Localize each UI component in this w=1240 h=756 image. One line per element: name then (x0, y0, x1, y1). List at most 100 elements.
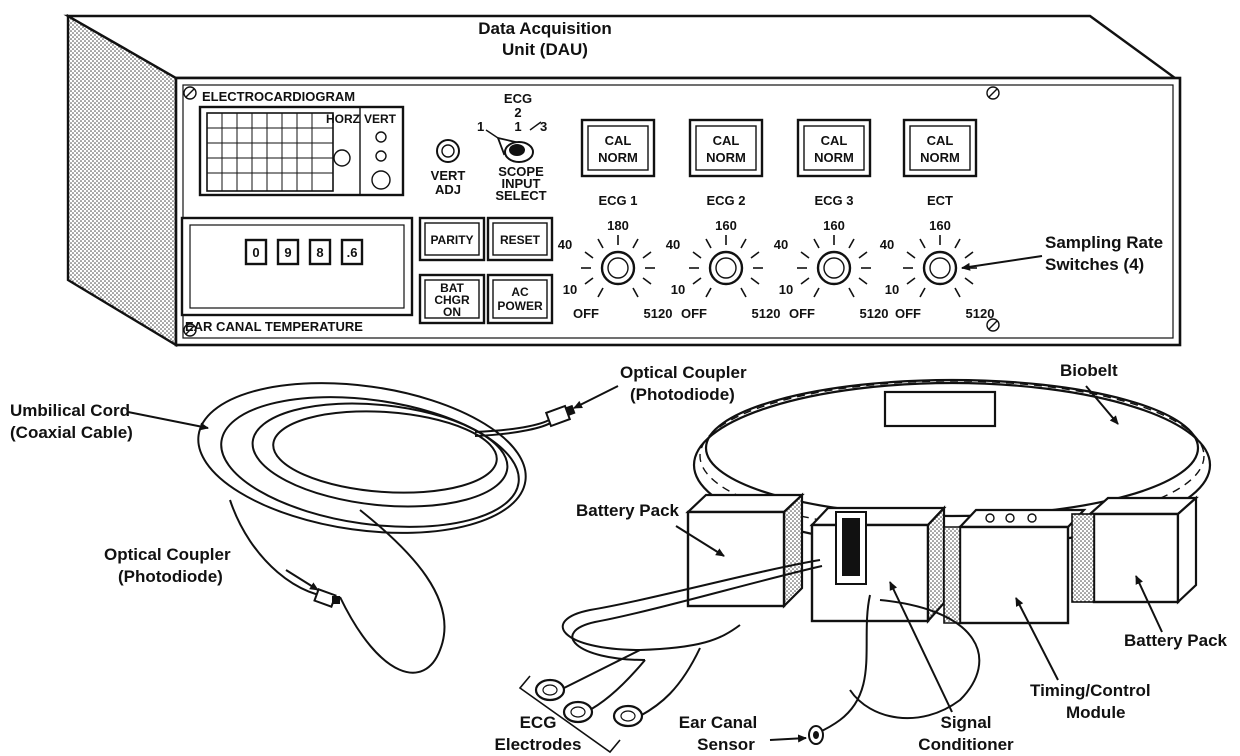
rate-mark-10: 10 (885, 282, 899, 297)
norm-label: NORM (706, 150, 746, 165)
rate-mark-40: 40 (880, 237, 894, 252)
vert-adj-label-line1: VERT (431, 168, 466, 183)
scope-label-line3: SELECT (495, 188, 546, 203)
rate-mark-40: 40 (666, 237, 680, 252)
rate-mark-off: OFF (789, 306, 815, 321)
channel-name: ECG 1 (598, 193, 637, 208)
ecg-selector-position-2: 2 (514, 105, 521, 120)
norm-label: NORM (920, 150, 960, 165)
sampling-rate-knob[interactable] (602, 252, 634, 284)
dau-title-line2: Unit (DAU) (502, 40, 588, 59)
umbilical-cord-label-line2: (Coaxial Cable) (10, 423, 133, 442)
optical-coupler-top (546, 405, 575, 426)
bat-chgr-on-button[interactable]: BAT CHGR ON (420, 275, 484, 323)
vert-label: VERT (364, 112, 397, 126)
vert-adj-label-line2: ADJ (435, 182, 461, 197)
cal-norm-button[interactable]: CAL NORM (690, 120, 762, 176)
optical-coupler-left-label-line2: (Photodiode) (118, 567, 223, 586)
ecg-selector-position-1-center: 1 (514, 119, 521, 134)
horz-label: HORZ (326, 112, 360, 126)
channel-name: ECG 3 (814, 193, 853, 208)
biobelt-label: Biobelt (1060, 361, 1118, 380)
temperature-display-frame (182, 218, 412, 315)
ear-canal-sensor (809, 726, 823, 744)
ecg-electrodes-label-line2: Electrodes (495, 735, 582, 754)
sampling-rate-knob[interactable] (818, 252, 850, 284)
temperature-digit: 8 (316, 245, 323, 260)
rate-mark-top: 160 (929, 218, 951, 233)
temperature-digit: .6 (347, 245, 358, 260)
rate-mark-off: OFF (895, 306, 921, 321)
ear-canal-sensor-label-line1: Ear Canal (679, 713, 757, 732)
sampling-rate-switches-label-line1: Sampling Rate (1045, 233, 1163, 252)
rate-mark-off: OFF (573, 306, 599, 321)
rate-mark-5120: 5120 (644, 306, 673, 321)
cal-label: CAL (605, 133, 632, 148)
battery-pack-right-label: Battery Pack (1124, 631, 1228, 650)
sampling-rate-switches-label-line2: Switches (4) (1045, 255, 1144, 274)
rate-mark-top: 180 (607, 218, 629, 233)
rate-mark-top: 160 (823, 218, 845, 233)
umbilical-cord-label-line1: Umbilical Cord (10, 401, 130, 420)
channel-name: ECG 2 (706, 193, 745, 208)
cal-norm-button[interactable]: CAL NORM (582, 120, 654, 176)
reset-button[interactable]: RESET (488, 218, 552, 260)
parity-label: PARITY (430, 233, 473, 247)
rate-mark-10: 10 (563, 282, 577, 297)
rate-mark-5120: 5120 (860, 306, 889, 321)
rate-mark-5120: 5120 (966, 306, 995, 321)
sampling-rate-knob[interactable] (924, 252, 956, 284)
rate-mark-10: 10 (779, 282, 793, 297)
ear-canal-sensor-label-line2: Sensor (697, 735, 755, 754)
cal-label: CAL (927, 133, 954, 148)
rate-mark-off: OFF (681, 306, 707, 321)
ecg-electrodes-label-line1: ECG (520, 713, 557, 732)
optical-coupler-top-leader (574, 386, 618, 408)
signal-conditioner-label-line2: Conditioner (918, 735, 1014, 754)
optical-coupler-left (314, 589, 340, 606)
rate-mark-top: 160 (715, 218, 737, 233)
timing-control-label-line2: Module (1066, 703, 1126, 722)
battery-pack-right-module (1072, 498, 1196, 602)
cal-norm-button[interactable]: CAL NORM (904, 120, 976, 176)
sampling-rate-knob[interactable] (710, 252, 742, 284)
cabinet-top (68, 16, 1175, 78)
cal-label: CAL (821, 133, 848, 148)
norm-label: NORM (814, 150, 854, 165)
timing-control-module (944, 510, 1084, 623)
ac-power-button[interactable]: AC POWER (488, 275, 552, 323)
ac-label-line1: AC (511, 285, 529, 299)
optical-coupler-left-label-line1: Optical Coupler (104, 545, 231, 564)
rate-mark-5120: 5120 (752, 306, 781, 321)
timing-control-label-line1: Timing/Control (1030, 681, 1151, 700)
biobelt-leader (1086, 386, 1118, 424)
electrocardiogram-label: ELECTROCARDIOGRAM (202, 89, 355, 104)
optical-coupler-left-leader (286, 570, 318, 590)
temperature-digit: 0 (252, 245, 259, 260)
rate-mark-40: 40 (774, 237, 788, 252)
ecg-scope-screen (207, 113, 333, 191)
signal-conditioner-module (812, 508, 944, 621)
parity-button[interactable]: PARITY (420, 218, 484, 260)
ear-canal-sensor-leader (770, 738, 806, 740)
ecg-selector-title: ECG (504, 91, 532, 106)
cal-norm-button[interactable]: CAL NORM (798, 120, 870, 176)
norm-label: NORM (598, 150, 638, 165)
cal-label: CAL (713, 133, 740, 148)
optical-coupler-top-label-line2: (Photodiode) (630, 385, 735, 404)
dau-title-line1: Data Acquisition (478, 19, 612, 38)
ecg-selector-position-1: 1 (477, 119, 484, 134)
rate-mark-40: 40 (558, 237, 572, 252)
ear-canal-temperature-label: EAR CANAL TEMPERATURE (185, 319, 363, 334)
temperature-digit: 9 (284, 245, 291, 260)
signal-conditioner-label-line1: Signal (940, 713, 991, 732)
rate-mark-10: 10 (671, 282, 685, 297)
dau-cabinet: ELECTROCARDIOGRAM HORZ VERT VERT ADJ ECG… (68, 16, 1180, 345)
channel-name: ECT (927, 193, 953, 208)
reset-label: RESET (500, 233, 541, 247)
umbilical-cord-coil (189, 364, 552, 673)
ecg-selector-position-3: 3 (540, 119, 547, 134)
umbilical-cord-leader (128, 412, 208, 428)
optical-coupler-top-label-line1: Optical Coupler (620, 363, 747, 382)
